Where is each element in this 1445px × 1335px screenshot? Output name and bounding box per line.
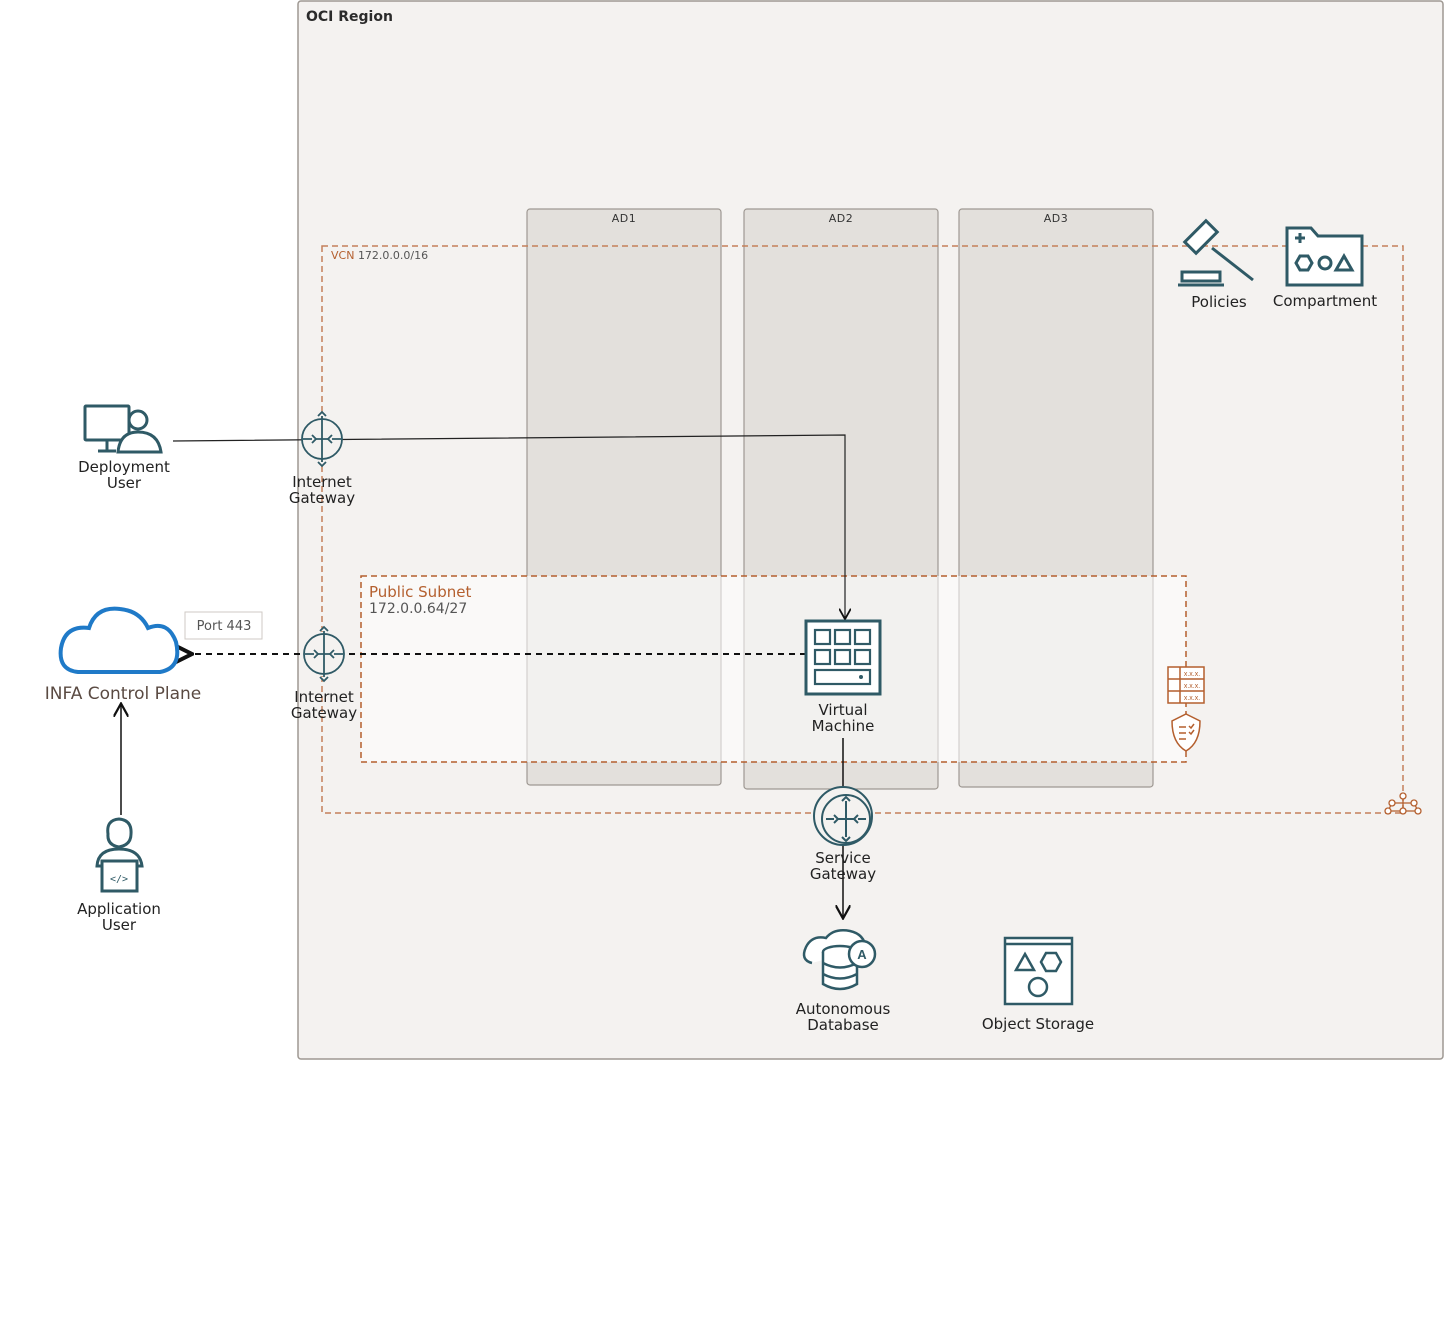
port-badge — [184, 611, 263, 640]
subnet-title: Public Subnet — [369, 583, 471, 601]
internet-gateway-top-label-1: Internet — [292, 473, 352, 491]
internet-gateway-bottom-icon — [303, 625, 345, 683]
internet-gateway-bottom-label-1: Internet — [294, 688, 354, 706]
deployment-user-label-1: Deployment — [78, 458, 170, 476]
deployment-to-vm-line — [172, 434, 845, 618]
security-list-icon: x.x.x. x.x.x. x.x.x. — [1167, 666, 1205, 704]
internet-gateway-top-icon — [301, 410, 343, 468]
application-user-label-2: User — [102, 916, 137, 934]
policies-label: Policies — [1191, 293, 1247, 311]
adb-glyph: A — [857, 947, 867, 962]
object-storage-label: Object Storage — [982, 1015, 1094, 1033]
vcn-boundary — [321, 245, 1404, 814]
gavel-icon — [1178, 218, 1254, 287]
service-gateway-icon — [813, 786, 873, 846]
subnet-cidr: 172.0.0.64/27 — [369, 601, 467, 617]
code-glyph: </> — [110, 874, 128, 885]
autonomous-database-icon: A — [802, 929, 877, 991]
application-user-icon: </> — [95, 817, 144, 893]
public-subnet-boundary — [360, 575, 1187, 763]
service-gateway-label-1: Service — [815, 849, 870, 867]
internet-gateway-bottom-label-2: Gateway — [291, 704, 357, 722]
shield-icon — [1171, 713, 1201, 752]
autonomous-database-label-1: Autonomous — [796, 1000, 891, 1018]
ad3-label: AD3 — [1044, 212, 1069, 225]
security-list-glyph: x.x.x. — [1184, 671, 1200, 678]
service-gateway-label-2: Gateway — [810, 865, 876, 883]
connectors — [121, 434, 845, 917]
security-list-glyph: x.x.x. — [1184, 683, 1200, 690]
compartment-folder-icon — [1285, 226, 1364, 287]
ad1-label: AD1 — [612, 212, 637, 225]
cloud-icon — [58, 606, 180, 674]
virtual-machine-label-1: Virtual — [818, 701, 867, 719]
security-list-glyph: x.x.x. — [1184, 695, 1200, 702]
ad2-label: AD2 — [829, 212, 854, 225]
vcn-network-icon — [1384, 792, 1422, 815]
compartment-label: Compartment — [1273, 292, 1377, 310]
autonomous-database-label-2: Database — [807, 1016, 879, 1034]
virtual-machine-label-2: Machine — [812, 717, 875, 735]
virtual-machine-icon — [804, 619, 882, 696]
object-storage-icon — [1003, 936, 1074, 1006]
application-user-label-1: Application — [77, 900, 161, 918]
vcn-label: VCN 172.0.0.0/16 — [331, 249, 428, 262]
region-label: OCI Region — [306, 9, 393, 25]
deployment-user-label-2: User — [107, 474, 142, 492]
control-plane-label: INFA Control Plane — [45, 684, 201, 704]
internet-gateway-top-label-2: Gateway — [289, 489, 355, 507]
port-badge-label: Port 443 — [197, 619, 252, 634]
deployment-user-icon — [83, 404, 163, 454]
